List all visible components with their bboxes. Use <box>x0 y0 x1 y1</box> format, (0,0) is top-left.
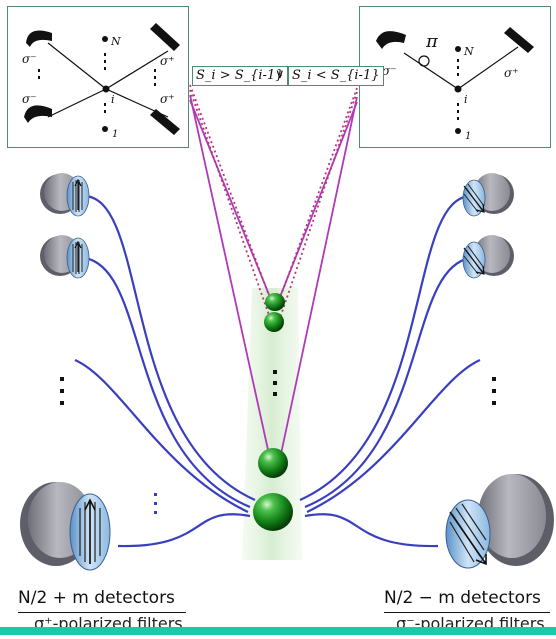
detector-right-3 <box>445 474 554 569</box>
detector-left-2 <box>40 235 90 279</box>
inset-left-label: 1 <box>112 129 118 140</box>
inset-left-label: N <box>110 35 121 48</box>
photon-paths-dotted <box>189 84 358 319</box>
atom <box>253 493 293 531</box>
inset-left-label: σ⁻ <box>22 92 37 106</box>
optical-fibers <box>74 194 481 548</box>
inset-right-label: i <box>464 93 468 106</box>
inset-right-label: N <box>463 45 474 58</box>
caption-left-filters: σ⁺-polarized filters <box>34 616 183 627</box>
condition-increase: S_i > S_{i-1} <box>192 66 288 86</box>
detector-left-3 <box>20 482 111 571</box>
atom <box>264 312 284 332</box>
detector-right-1 <box>462 173 514 217</box>
inset-left-label: σ⁺ <box>160 92 175 106</box>
inset-left-art: σ⁻ σ⁻ σ⁺ σ⁺ N i 1 <box>22 23 180 140</box>
inset-left-label: σ⁺ <box>160 54 175 68</box>
inset-left: σ⁻ σ⁻ σ⁺ σ⁺ N i 1 <box>7 6 189 148</box>
inset-right-art: π σ⁻ σ⁺ N i 1 <box>376 27 534 142</box>
bottom-strip <box>0 627 556 635</box>
ellipsis-dots <box>60 370 496 405</box>
fraction-bar-left <box>18 612 186 614</box>
inset-right-detectors <box>376 27 534 53</box>
trap-beam <box>242 288 302 560</box>
inset-left-label: i <box>111 93 115 106</box>
detector-left-1 <box>40 173 90 217</box>
condition-or: ∨ <box>275 67 285 82</box>
inset-right-label: 1 <box>465 131 471 142</box>
inset-right: π σ⁻ σ⁺ N i 1 <box>359 6 551 148</box>
inset-left-detectors <box>24 23 180 135</box>
inset-right-label: σ⁺ <box>504 66 519 80</box>
caption-right-filters: σ⁻-polarized filters <box>396 616 545 627</box>
inset-left-label: σ⁻ <box>22 52 37 66</box>
atom <box>258 448 288 478</box>
fraction-bar-right <box>384 612 550 614</box>
condition-decrease: S_i < S_{i-1} <box>288 66 384 86</box>
caption-right-detectors: N/2 − m detectors <box>384 588 541 608</box>
caption-left-detectors: N/2 + m detectors <box>18 588 175 608</box>
atom <box>265 293 285 311</box>
inset-right-label: π <box>425 31 439 52</box>
atoms <box>253 293 293 531</box>
inset-right-label: σ⁻ <box>382 64 397 78</box>
detector-right-2 <box>462 235 514 279</box>
fiber-ellipsis <box>154 493 157 514</box>
